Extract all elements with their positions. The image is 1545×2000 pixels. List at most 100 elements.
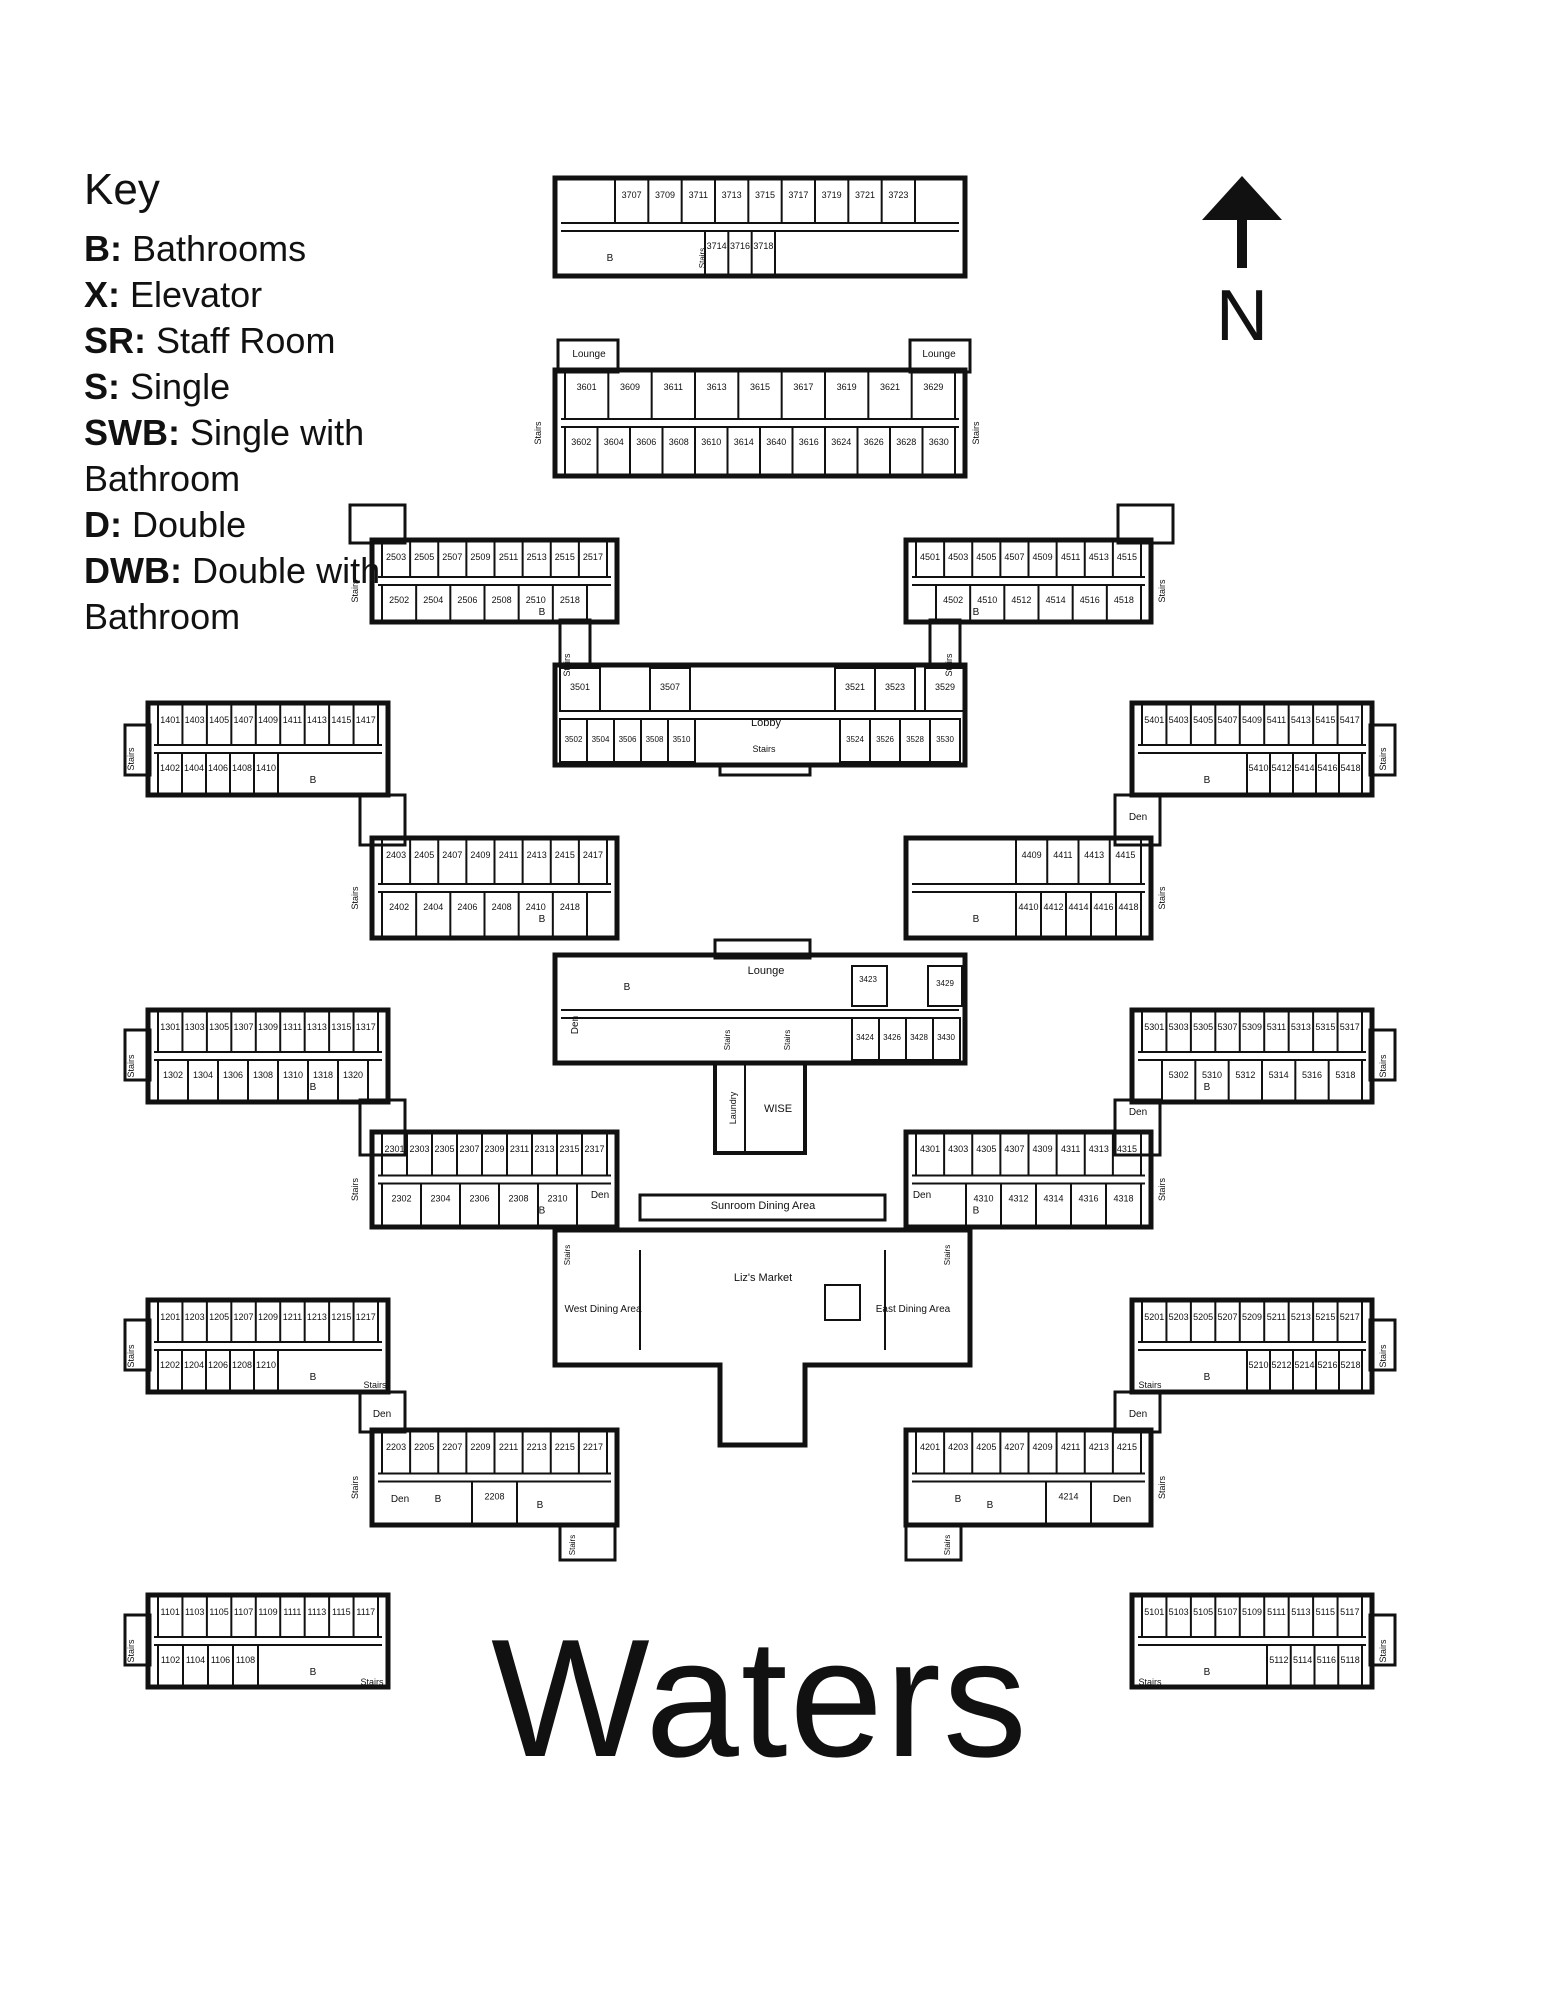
room-number: 1202 <box>160 1360 180 1370</box>
connector <box>558 618 592 667</box>
stairs-label: Stairs <box>533 421 543 445</box>
key-item-bathrooms: B: Bathrooms <box>84 228 307 269</box>
room-number: 5118 <box>1340 1655 1359 1665</box>
room-number: 4501 <box>920 552 940 562</box>
stair-tower <box>904 1523 963 1562</box>
room-number: 3502 <box>565 735 583 744</box>
room-number: 2305 <box>434 1144 454 1154</box>
sunroom <box>638 1193 887 1222</box>
dining-hall-outline <box>552 1227 973 1448</box>
area-label-market: Liz's Market <box>734 1272 792 1284</box>
room-number: 2403 <box>386 850 406 860</box>
room-number: 2315 <box>559 1144 579 1154</box>
room-number: 4309 <box>1033 1144 1053 1154</box>
room-number: 3723 <box>888 190 908 200</box>
room-number: 5411 <box>1267 715 1286 725</box>
room-number: 4201 <box>920 1442 940 1452</box>
room-number: 1311 <box>283 1022 302 1032</box>
room-number: 5211 <box>1267 1312 1286 1322</box>
bathroom-label: B <box>539 607 546 618</box>
stair-tower <box>1368 1613 1397 1667</box>
bathroom-label: B <box>435 1494 442 1505</box>
room-number: 5409 <box>1242 715 1262 725</box>
room-number: 3428 <box>910 1033 928 1042</box>
room-number: 3528 <box>906 735 924 744</box>
room-number: 4209 <box>1033 1442 1053 1452</box>
room-number: 1201 <box>160 1312 180 1322</box>
lounge-room <box>556 338 620 374</box>
room-number: 3715 <box>755 190 775 200</box>
bathroom-label: B <box>607 253 614 264</box>
room-number: 4214 <box>1058 1492 1078 1502</box>
room-number: 3629 <box>923 382 943 392</box>
room-number: 2205 <box>414 1442 434 1452</box>
stair-tower <box>123 1318 152 1372</box>
room-number: 2404 <box>423 902 443 912</box>
room-number: 3707 <box>622 190 642 200</box>
stairs-label: Stairs <box>944 653 954 677</box>
stairs-label: Stairs <box>1138 1677 1162 1687</box>
bathroom-label: B <box>310 1667 317 1678</box>
room-number: 5205 <box>1193 1312 1213 1322</box>
room-number: 4418 <box>1118 902 1138 912</box>
room-number: 5413 <box>1291 715 1311 725</box>
room-number: 4515 <box>1117 552 1137 562</box>
room-number: 5401 <box>1144 715 1164 725</box>
room-number: 5403 <box>1169 715 1189 725</box>
room-number: 3630 <box>929 437 949 447</box>
room-number: 2510 <box>526 595 546 605</box>
room-number: 1309 <box>258 1022 278 1032</box>
key-title: Key <box>84 165 160 214</box>
room-number: 2207 <box>442 1442 462 1452</box>
room-number: 1407 <box>234 715 254 725</box>
room-number: 3614 <box>734 437 754 447</box>
room-number: 3721 <box>855 190 875 200</box>
bathroom-label: B <box>310 1082 317 1093</box>
room-number: 4207 <box>1004 1442 1024 1452</box>
room-number: 2309 <box>484 1144 504 1154</box>
room-wall <box>929 718 961 763</box>
room-number: 1415 <box>331 715 351 725</box>
room-number: 2504 <box>423 595 443 605</box>
bathroom-label: B <box>973 1206 980 1217</box>
den-label: Den <box>1113 1494 1131 1505</box>
room-number: 1215 <box>331 1312 351 1322</box>
room-number: 1109 <box>258 1607 277 1617</box>
room-number: 5215 <box>1315 1312 1335 1322</box>
stairs-label: Stairs <box>363 1380 387 1390</box>
room-number: 5218 <box>1340 1360 1360 1370</box>
room-number: 5310 <box>1202 1070 1222 1080</box>
room-number: 5209 <box>1242 1312 1262 1322</box>
stairs-label: Stairs <box>1157 1178 1167 1202</box>
room-number: 3524 <box>846 735 864 744</box>
area-label-wise: WISE <box>764 1103 792 1115</box>
connector <box>1113 793 1162 847</box>
room-number: 3426 <box>883 1033 901 1042</box>
room-number: 2411 <box>499 850 518 860</box>
room-number: 5117 <box>1340 1607 1359 1617</box>
room-number: 2313 <box>534 1144 554 1154</box>
building-structure <box>123 175 1397 1690</box>
room-number: 3718 <box>753 241 773 251</box>
room-number: 1413 <box>307 715 327 725</box>
room-number: 4511 <box>1061 552 1080 562</box>
room-number: 5112 <box>1269 1655 1288 1665</box>
room-number: 3711 <box>689 190 708 200</box>
room-number: 3523 <box>885 682 905 692</box>
den-label: Den <box>391 1494 409 1505</box>
stairs-label: Stairs <box>1378 747 1388 771</box>
bathroom-label: B <box>624 982 631 993</box>
room-number: 4303 <box>948 1144 968 1154</box>
bathroom-label: B <box>973 607 980 618</box>
stairs-label: Stairs <box>126 1054 136 1078</box>
wing-outline-w1100 <box>145 1592 391 1690</box>
room-number: 2307 <box>459 1144 479 1154</box>
lounge-room <box>908 338 972 374</box>
room-number: 5207 <box>1218 1312 1238 1322</box>
room-number: 2302 <box>391 1194 411 1204</box>
room-number: 3430 <box>937 1033 955 1042</box>
room-number: 4312 <box>1008 1194 1028 1204</box>
room-number: 3429 <box>936 979 954 988</box>
room-number: 2301 <box>384 1144 404 1154</box>
